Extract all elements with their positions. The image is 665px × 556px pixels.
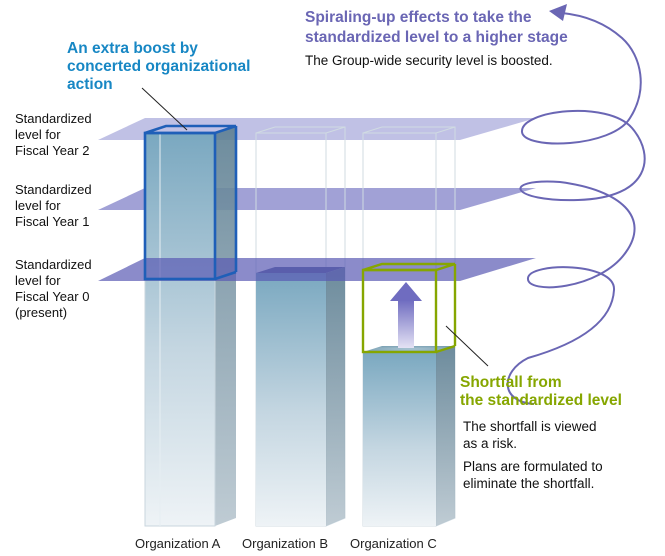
shortfall-outline-box xyxy=(361,262,457,354)
shortfall-callout-title: Shortfall from the standardized level xyxy=(460,374,622,409)
spiral-callout-text: The Group-wide security level is boosted… xyxy=(305,53,553,68)
boost-outline-box xyxy=(143,124,238,281)
organization-a-column xyxy=(144,127,236,527)
level-label-fy0: Standardized level for Fiscal Year 0 (pr… xyxy=(15,257,92,320)
boost-callout-title: An extra boost by concerted organization… xyxy=(67,40,251,93)
level-label-fy2: Standardized level for Fiscal Year 2 xyxy=(15,111,92,158)
spiral-line xyxy=(506,12,646,405)
organization-c-column xyxy=(362,126,456,527)
organization-b-column xyxy=(255,126,346,527)
spiral-arrow-head xyxy=(549,4,567,21)
shortfall-callout-line1: The shortfall is viewed as a risk. xyxy=(463,419,597,451)
organization-c-label: Organization C xyxy=(350,536,437,551)
level-label-fy1: Standardized level for Fiscal Year 1 xyxy=(15,182,92,229)
spiral-callout-title: Spiraling-up effects to take the standar… xyxy=(305,9,568,46)
level-plane-fy0 xyxy=(98,258,536,281)
organization-a-label: Organization A xyxy=(135,536,221,551)
shortfall-up-arrow xyxy=(390,282,422,348)
boost-leader-line xyxy=(141,87,188,131)
organization-b-label: Organization B xyxy=(242,536,328,551)
shortfall-callout-line2: Plans are formulated to eliminate the sh… xyxy=(463,459,603,491)
shortfall-leader-line xyxy=(445,325,489,367)
